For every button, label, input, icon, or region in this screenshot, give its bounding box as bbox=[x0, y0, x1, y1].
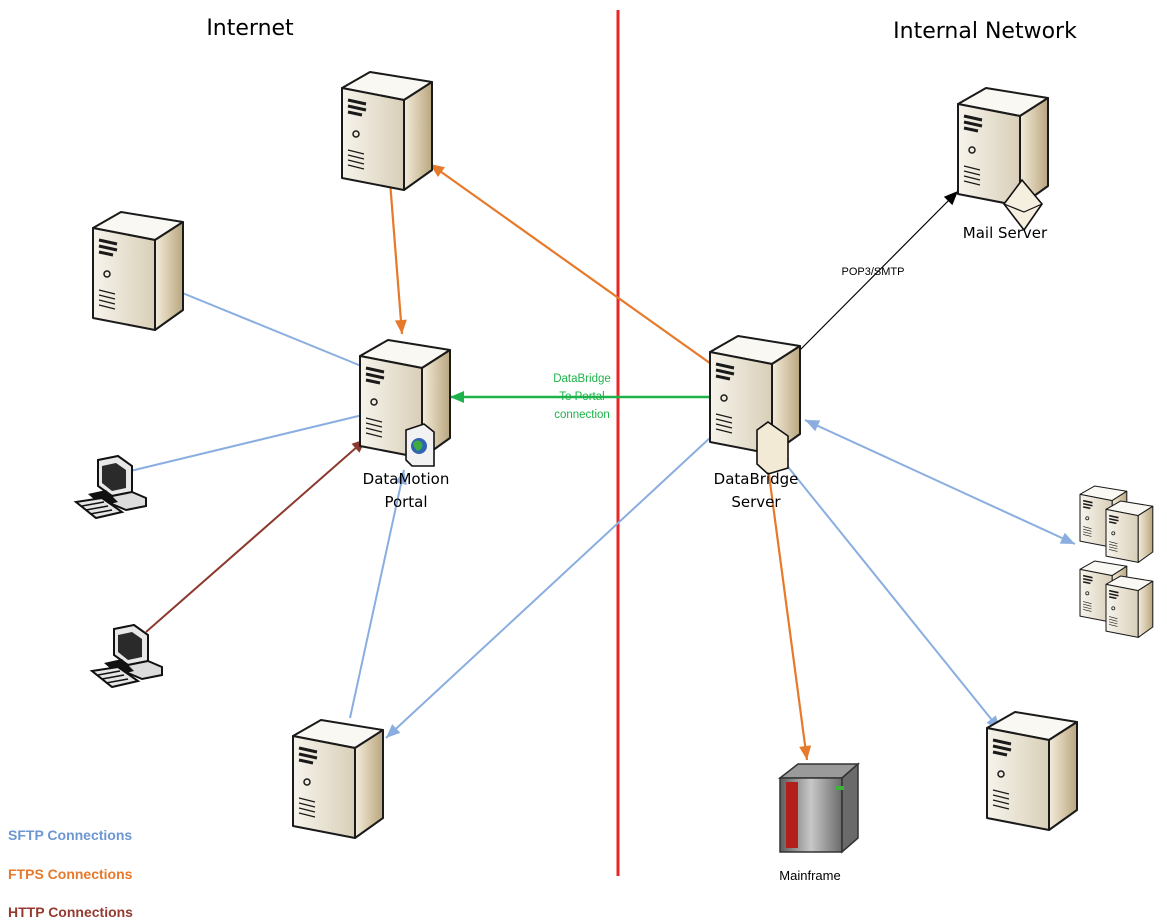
mainframe-icon bbox=[777, 762, 860, 854]
databridge-document-icon bbox=[756, 421, 789, 475]
mail-server-icon bbox=[956, 86, 1050, 208]
internal-server-bottom-icon bbox=[985, 710, 1079, 832]
databridge-server-label-line1: DataBridge bbox=[714, 470, 799, 488]
databridge-connection-label-line1: DataBridge bbox=[553, 373, 611, 385]
internet-server-bottom-icon bbox=[291, 718, 385, 840]
legend-http: HTTP Connections bbox=[8, 904, 133, 920]
legend-ftps: FTPS Connections bbox=[8, 866, 133, 882]
pop3-smtp-label: POP3/SMTP bbox=[842, 266, 905, 278]
mail-envelope-icon bbox=[1002, 178, 1044, 232]
internet-server-left-icon bbox=[91, 210, 185, 332]
server-cluster-icon bbox=[1079, 485, 1154, 639]
link-bottom-server-to-portal bbox=[349, 469, 407, 719]
datamotion-portal-server-icon bbox=[358, 338, 452, 460]
internet-server-top-icon bbox=[340, 70, 434, 192]
workstation-lower-icon bbox=[91, 624, 163, 688]
databridge-connection-label-line2: To Portal bbox=[559, 391, 604, 403]
workstation-upper-icon bbox=[75, 455, 147, 519]
link-databridge-to-bottom-server bbox=[385, 435, 713, 739]
mainframe-label: Mainframe bbox=[779, 868, 840, 883]
internet-zone-title: Internet bbox=[206, 16, 294, 41]
link-left-server-to-portal bbox=[179, 291, 377, 373]
connections-layer bbox=[117, 155, 1076, 761]
datamotion-portal-label-line2: Portal bbox=[384, 493, 427, 511]
link-databridge-to-portal bbox=[450, 391, 712, 403]
link-databridge-to-top-server bbox=[429, 163, 715, 367]
databridge-server-label-line2: Server bbox=[731, 493, 781, 511]
datamotion-portal-label-line1: DataMotion bbox=[363, 470, 450, 488]
databridge-connection-label-line3: connection bbox=[554, 409, 610, 421]
legend-sftp: SFTP Connections bbox=[8, 827, 132, 843]
link-databridge-to-cluster bbox=[804, 419, 1076, 545]
link-databridge-to-mail bbox=[797, 190, 959, 353]
internal-network-zone-title: Internal Network bbox=[893, 19, 1077, 44]
link-workstation-lower-to-portal bbox=[145, 438, 367, 633]
portal-globe-icon bbox=[405, 423, 435, 467]
mail-server-label: Mail Server bbox=[963, 224, 1048, 242]
